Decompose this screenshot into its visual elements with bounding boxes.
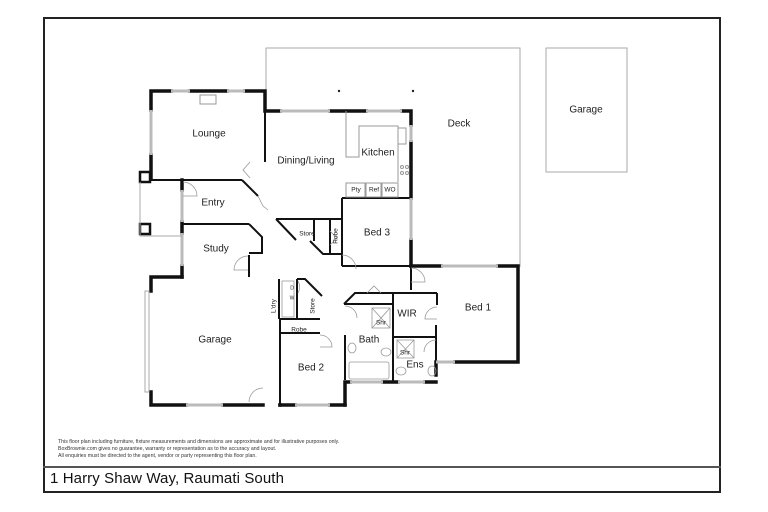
fixture-label-fridge: Ref (369, 187, 379, 194)
room-label-store-2: Store (310, 298, 317, 314)
bathroom-fixtures (281, 280, 437, 380)
room-label-detached-garage: Garage (569, 105, 603, 116)
fixture-label-washer: W (290, 295, 295, 301)
fixture-label-pantry: Pty (351, 187, 361, 194)
exterior-walls (149, 89, 520, 407)
room-label-wir: WIR (397, 309, 416, 320)
property-address: 1 Harry Shaw Way, Raumati South (50, 470, 285, 487)
deck-outline (265, 47, 521, 267)
room-label-bath: Bath (359, 335, 380, 346)
room-label-ensuite: Ens (406, 360, 423, 371)
room-label-bed-2: Bed 2 (298, 363, 325, 374)
fireplace (199, 94, 217, 105)
kitchen-bench (345, 111, 409, 198)
disclaimer: This floor plan including furniture, fix… (58, 439, 339, 460)
door-swings (182, 161, 438, 403)
room-label-dining-living: Dining/Living (277, 156, 334, 167)
detached-garage-outline (545, 47, 628, 173)
room-label-shower-ens: Shr (400, 350, 411, 357)
fixture-label-wall-oven: WO (384, 187, 395, 194)
windows (149, 89, 498, 407)
room-label-bed-1: Bed 1 (465, 303, 492, 314)
disclaimer-line: All enquiries must be directed to the ag… (58, 453, 257, 459)
fixture-label-dryer: D (290, 285, 294, 291)
room-label-robe-bed3: Robe (333, 228, 340, 244)
room-label-laundry: L'dry (271, 298, 278, 313)
footer-divider (43, 466, 721, 468)
room-label-store-1: Store (299, 231, 315, 238)
disclaimer-line: This floor plan including furniture, fix… (58, 439, 340, 445)
interior-walls (151, 111, 438, 405)
room-label-study: Study (203, 244, 229, 255)
disclaimer-line: BoxBrownie.com gives no guarantee, warra… (58, 446, 277, 452)
room-label-lounge: Lounge (192, 129, 226, 140)
room-label-kitchen: Kitchen (361, 148, 394, 159)
room-label-entry: Entry (201, 198, 224, 209)
room-label-shower-bath: Shr (376, 320, 387, 327)
page-frame (43, 17, 721, 493)
porch (138, 170, 182, 237)
room-label-bed-3: Bed 3 (364, 228, 391, 239)
garage-door (144, 290, 150, 393)
room-label-garage: Garage (198, 335, 232, 346)
room-label-deck: Deck (448, 119, 472, 130)
room-label-robe-bed2: Robe (291, 327, 307, 334)
